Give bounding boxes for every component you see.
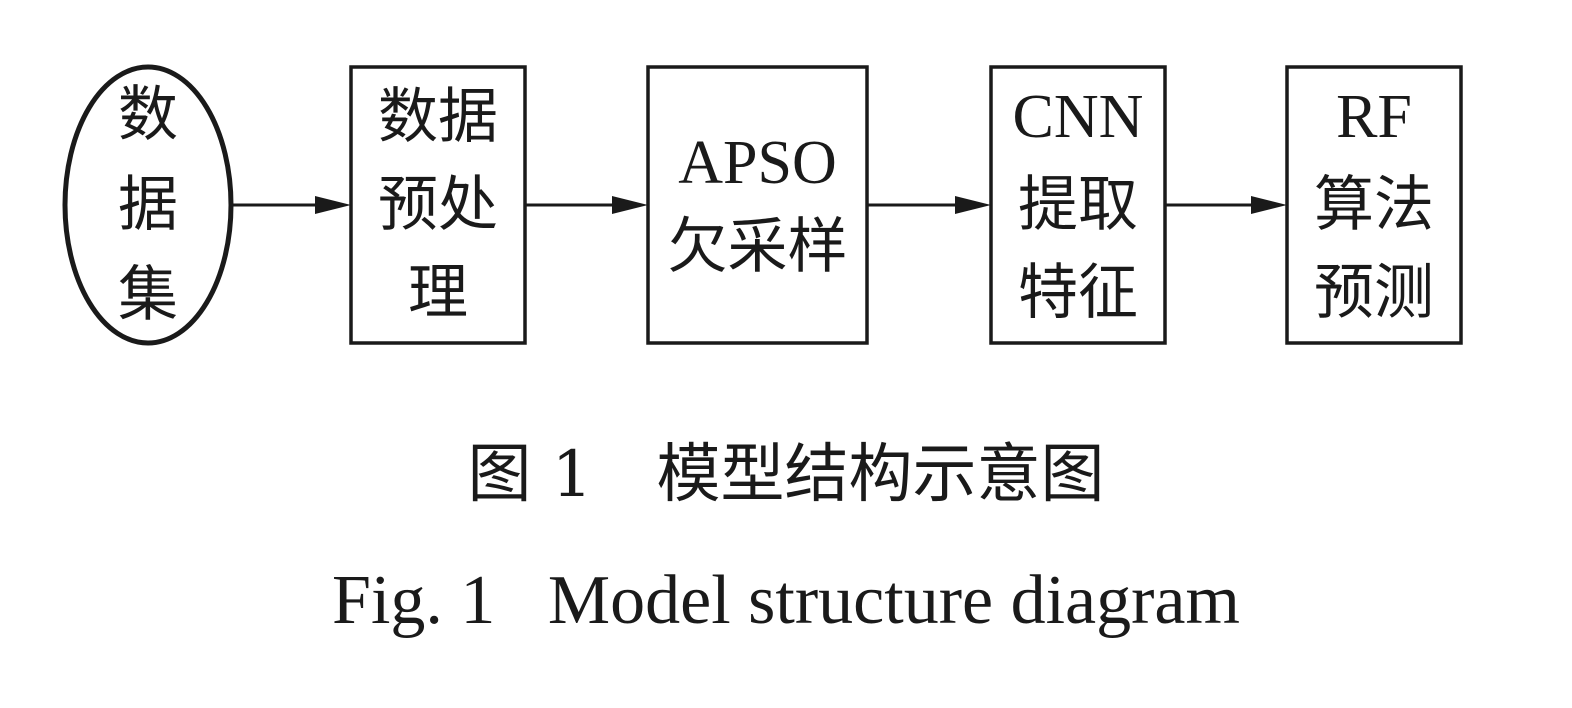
arrowhead-icon — [1251, 196, 1287, 214]
node-preprocess-box — [349, 65, 527, 345]
arrowhead-icon — [955, 196, 991, 214]
arrow-apso-to-cnn — [867, 196, 991, 214]
node-preprocess-label-line: 数据 — [378, 82, 498, 152]
edges-layer — [231, 196, 1287, 214]
node-preprocess-label-line: 理 — [408, 258, 468, 328]
node-dataset: 数据集 — [62, 64, 234, 346]
arrowhead-icon — [315, 196, 351, 214]
node-cnn-label-line: 提取 — [1018, 170, 1138, 240]
node-dataset-label-line: 集 — [118, 260, 178, 330]
node-cnn-label-line: 特征 — [1018, 258, 1138, 328]
node-rf-label-line: 算法 — [1314, 170, 1434, 240]
arrow-preprocess-to-apso — [525, 196, 648, 214]
node-rf-box — [1285, 65, 1463, 345]
figure-caption-chinese: 图 1 模型结构示意图 — [467, 438, 1105, 512]
figure-caption-english: Fig. 1 Model structure diagram — [332, 562, 1240, 639]
node-rf-label-line: RF — [1336, 83, 1412, 151]
arrow-dataset-to-preprocess — [231, 196, 351, 214]
node-apso: APSO 欠采样 — [646, 65, 869, 345]
node-apso-box — [646, 65, 869, 345]
node-dataset-ellipse — [62, 64, 234, 346]
arrowhead-icon — [612, 196, 648, 214]
node-preprocess-label-line: 预处 — [378, 170, 498, 240]
node-dataset-label-line: 数 — [118, 80, 178, 150]
node-apso-label-line: APSO — [678, 129, 837, 197]
arrow-cnn-to-rf — [1165, 196, 1287, 214]
node-dataset-label-line: 据 — [118, 170, 178, 240]
node-cnn-box — [989, 65, 1167, 345]
node-cnn-label-line: CNN — [1013, 83, 1144, 151]
node-apso-label-line: 欠采样 — [668, 212, 848, 282]
node-rf-label-line: 预测 — [1314, 258, 1434, 328]
